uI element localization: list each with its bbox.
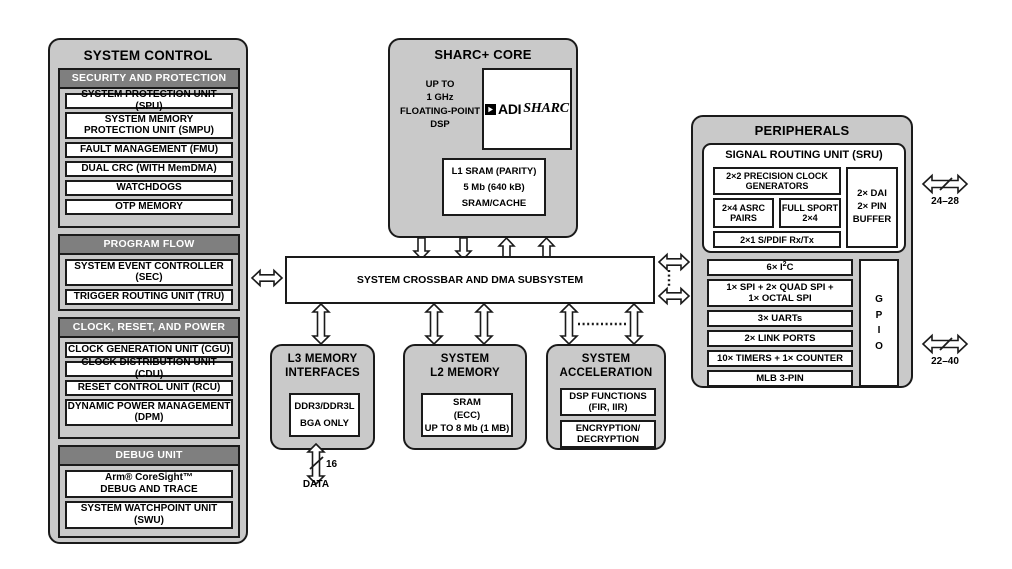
dotted-link-acceleration (578, 321, 626, 327)
sru-clock-generators[interactable]: 2×2 PRECISION CLOCK GENERATORS (713, 167, 841, 195)
sc-item-sec[interactable]: SYSTEM EVENT CONTROLLER (SEC) (65, 258, 233, 286)
external-gpio-label: 22–40 (931, 356, 959, 367)
sc-item-dual-crc[interactable]: DUAL CRC (WITH MemDMA) (65, 160, 233, 177)
arrow-crossbar-l3 (311, 302, 331, 346)
group-security-and-protection: SECURITY AND PROTECTION SYSTEM PROTECTIO… (58, 68, 240, 228)
sc-item-cgu[interactable]: CLOCK GENERATION UNIT (CGU) (65, 341, 233, 358)
group-program-flow: PROGRAM FLOW SYSTEM EVENT CONTROLLER (SE… (58, 234, 240, 311)
arrow-core-to-crossbar-2 (454, 237, 473, 261)
arrow-l3-external-data (306, 442, 329, 486)
acceleration-title: SYSTEM ACCELERATION (559, 353, 653, 379)
l3-memory-title: L3 MEMORY INTERFACES (285, 353, 360, 379)
sharc-core-title: SHARC+ CORE (434, 47, 532, 62)
group-clock-reset-power: CLOCK, RESET, AND POWER CLOCK GENERATION… (58, 317, 240, 439)
peripheral-row-mlb[interactable]: MLB 3-PIN (707, 370, 853, 387)
adi-brand-text: ADI (498, 101, 522, 117)
arrow-crossbar-l2-2 (474, 302, 494, 346)
l1-sram-box[interactable]: L1 SRAM (PARITY) 5 Mb (640 kB) SRAM/CACH… (442, 158, 546, 216)
sru-asrc-pairs[interactable]: 2×4 ASRC PAIRS (713, 198, 774, 228)
adi-play-triangle-icon (485, 103, 497, 115)
crossbar-label: SYSTEM CROSSBAR AND DMA SUBSYSTEM (356, 274, 584, 286)
sru-block: SIGNAL ROUTING UNIT (SRU) 2×2 PRECISION … (702, 143, 906, 253)
arrow-crossbar-accel-1 (559, 302, 579, 346)
system-crossbar-block[interactable]: SYSTEM CROSSBAR AND DMA SUBSYSTEM (285, 256, 655, 304)
sru-spdif[interactable]: 2×1 S/PDIF Rx/Tx (713, 231, 841, 248)
sru-dai-pin-buffer[interactable]: 2× DAI 2× PIN BUFFER (846, 167, 898, 248)
peripherals-title: PERIPHERALS (754, 123, 850, 138)
system-acceleration-block: SYSTEM ACCELERATION DSP FUNCTIONS (FIR, … (546, 344, 666, 450)
l2-sram-box[interactable]: SRAM (ECC) UP TO 8 Mb (1 MB) (421, 393, 513, 437)
system-control-title: SYSTEM CONTROL (83, 48, 213, 63)
sc-item-coresight[interactable]: Arm® CoreSight™ DEBUG AND TRACE (65, 469, 233, 498)
sharc-core-block: SHARC+ CORE UP TO 1 GHz FLOATING-POINT D… (388, 38, 578, 238)
arrow-crossbar-l2-1 (424, 302, 444, 346)
sc-item-cdu[interactable]: CLOCK DISTRIBUTION UNIT (CDU) (65, 357, 233, 380)
sc-item-tru[interactable]: TRIGGER ROUTING UNIT (TRU) (65, 288, 233, 305)
sc-item-rcu[interactable]: RESET CONTROL UNIT (RCU) (65, 379, 233, 396)
peripheral-row-link-ports[interactable]: 2× LINK PORTS (707, 330, 853, 347)
peripheral-row-timers[interactable]: 10× TIMERS + 1× COUNTER (707, 350, 853, 367)
l2-memory-block: SYSTEM L2 MEMORY SRAM (ECC) UP TO 8 Mb (… (403, 344, 527, 450)
peripheral-row-spi[interactable]: 1× SPI + 2× QUAD SPI + 1× OCTAL SPI (707, 279, 853, 307)
l3-memory-block: L3 MEMORY INTERFACES DDR3/DDR3L BGA ONLY (270, 344, 375, 450)
peripherals-block: PERIPHERALS SIGNAL ROUTING UNIT (SRU) 2×… (691, 115, 913, 388)
l3-ddr3-box[interactable]: DDR3/DDR3L BGA ONLY (289, 393, 360, 437)
arrow-crossbar-peripherals-1 (657, 252, 691, 272)
accel-item-encryption[interactable]: ENCRYPTION/ DECRYPTION (560, 420, 656, 448)
system-control-block: SYSTEM CONTROL SECURITY AND PROTECTION S… (48, 38, 248, 544)
arrow-core-to-crossbar-1 (412, 237, 431, 261)
external-dai-label: 24–28 (931, 196, 959, 207)
group-header: PROGRAM FLOW (60, 236, 238, 255)
sc-item-swu[interactable]: SYSTEM WATCHPOINT UNIT (SWU) (65, 500, 233, 529)
group-header: SECURITY AND PROTECTION (60, 70, 238, 89)
arrow-external-dai (921, 173, 969, 195)
sc-item-dpm[interactable]: DYNAMIC POWER MANAGEMENT (DPM) (65, 398, 233, 426)
peripheral-row-uarts[interactable]: 3× UARTs (707, 310, 853, 327)
l3-bus-width-label: 16 (326, 459, 338, 470)
peripheral-row-i2c[interactable]: 6× I2C (707, 259, 853, 276)
arrow-system-control-crossbar (250, 268, 284, 288)
l2-memory-title: SYSTEM L2 MEMORY (430, 353, 500, 379)
arrow-external-gpio (921, 333, 969, 355)
adi-sharc-logo-box: ADI SHARC (482, 68, 572, 150)
sc-item-fmu[interactable]: FAULT MANAGEMENT (FMU) (65, 141, 233, 158)
sharc-core-spec: UP TO 1 GHz FLOATING-POINT DSP (399, 79, 481, 131)
group-header: DEBUG UNIT (60, 447, 238, 466)
sru-full-sport[interactable]: FULL SPORT 2×4 (779, 198, 841, 228)
accel-item-dsp-functions[interactable]: DSP FUNCTIONS (FIR, IIR) (560, 388, 656, 416)
sc-item-otp-memory[interactable]: OTP MEMORY (65, 198, 233, 215)
sc-item-smpu[interactable]: SYSTEM MEMORY PROTECTION UNIT (SMPU) (65, 111, 233, 139)
group-debug-unit: DEBUG UNIT Arm® CoreSight™ DEBUG AND TRA… (58, 445, 240, 538)
sc-item-spu[interactable]: SYSTEM PROTECTION UNIT (SPU) (65, 89, 233, 112)
arrow-crossbar-peripherals-2 (657, 286, 691, 306)
sru-title: SIGNAL ROUTING UNIT (SRU) (725, 149, 883, 161)
l3-bus-data-label: DATA (302, 479, 330, 490)
sc-item-watchdogs[interactable]: WATCHDOGS (65, 179, 233, 196)
dotted-link-peripherals (666, 270, 672, 288)
group-header: CLOCK, RESET, AND POWER (60, 319, 238, 338)
sharc-product-text: SHARC (523, 101, 569, 116)
arrow-crossbar-accel-2 (624, 302, 644, 346)
